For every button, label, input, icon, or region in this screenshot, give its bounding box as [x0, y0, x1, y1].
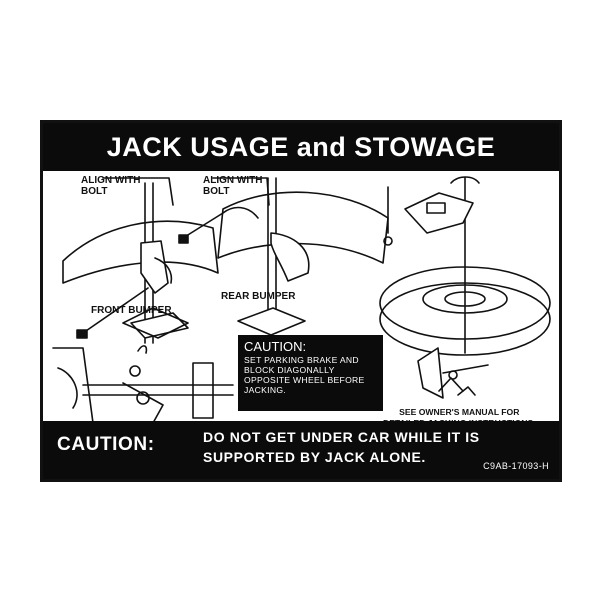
caution-box-body: SET PARKING BRAKE AND BLOCK DIAGONALLY O… [244, 355, 365, 395]
align-with-bolt-label-rear: ALIGN WITH BOLT [203, 175, 263, 197]
align-with-bolt-label-front: ALIGN WITH BOLT [81, 175, 141, 197]
jack-instruction-decal: JACK USAGE and STOWAGE ALIGN WITH BOLT A… [40, 120, 562, 482]
decal-title: JACK USAGE and STOWAGE [43, 123, 559, 171]
part-number-code: C9AB-17093-H [483, 461, 549, 471]
front-bumper-jack-drawing [62, 177, 219, 344]
rear-bumper-label: REAR BUMPER [221, 291, 296, 302]
footer-warning-bar: CAUTION: DO NOT GET UNDER CAR WHILE IT I… [43, 421, 559, 479]
rear-bumper-jack-drawing [178, 177, 389, 336]
front-bumper-label: FRONT BUMPER [91, 305, 172, 316]
lower-left-assembly-drawing [52, 345, 234, 424]
spare-tire-stowage-drawing [379, 176, 551, 399]
caution-box-title: CAUTION: [244, 339, 307, 354]
footer-warning-message: DO NOT GET UNDER CAR WHILE IT IS SUPPORT… [203, 429, 480, 465]
caution-parking-brake-box: CAUTION: SET PARKING BRAKE AND BLOCK DIA… [238, 335, 383, 411]
jack-illustration [52, 176, 551, 424]
footer-caution-label: CAUTION: [57, 434, 155, 455]
